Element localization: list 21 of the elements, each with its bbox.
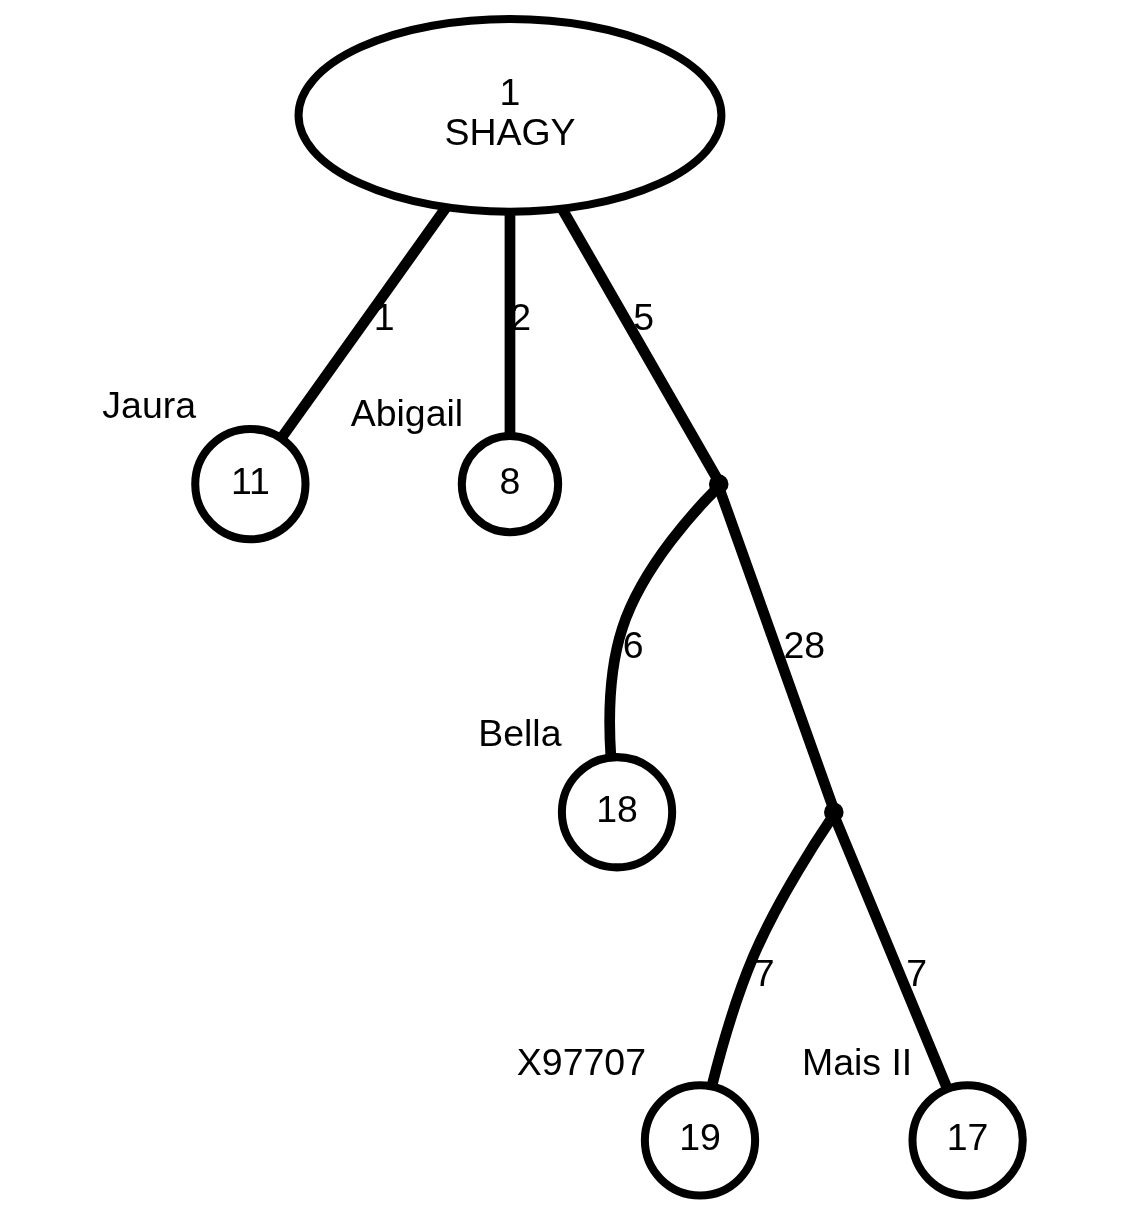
connector bbox=[829, 816, 952, 1090]
edge-label: 7 bbox=[753, 952, 775, 995]
node-label: Mais II bbox=[801, 1040, 912, 1083]
node-circle: 18 bbox=[557, 753, 676, 872]
edge-label: 5 bbox=[632, 295, 654, 338]
edge-label: 7 bbox=[905, 952, 927, 995]
node-label: Abigail bbox=[350, 391, 463, 434]
node-circle: 19 bbox=[640, 1081, 759, 1200]
connector bbox=[504, 212, 515, 435]
node-circle: 8 bbox=[457, 431, 562, 537]
connector bbox=[603, 486, 719, 757]
connector bbox=[714, 488, 838, 809]
node-label: Jaura bbox=[101, 384, 196, 427]
edge-label: 6 bbox=[622, 624, 644, 667]
node-label: Bella bbox=[477, 712, 562, 755]
edge-label: 28 bbox=[783, 624, 825, 667]
node-circle: 17 bbox=[907, 1081, 1027, 1200]
node-ellipse: 1 SHAGY bbox=[294, 14, 725, 216]
node-circle: 11 bbox=[190, 425, 309, 544]
node-label: X97707 bbox=[516, 1040, 646, 1083]
node-point bbox=[708, 474, 729, 494]
